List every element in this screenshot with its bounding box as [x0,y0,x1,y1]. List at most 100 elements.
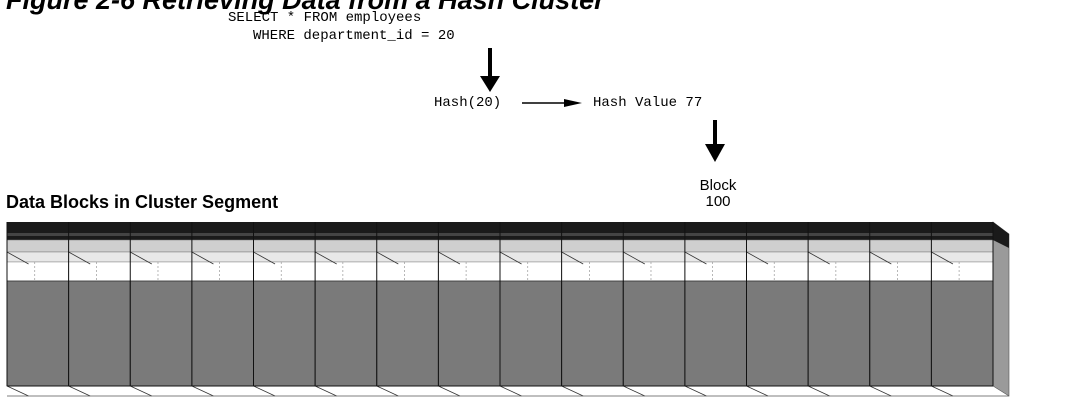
data-block-6-diagonal-bottom [314,385,337,397]
data-block-9-diagonal-top [499,251,522,265]
data-block-14-body [807,280,871,387]
data-block-3-face [130,261,193,282]
data-block-11-body [622,280,686,387]
data-block-5-diagonal-bottom [253,385,276,397]
data-block-2-header-band [68,239,131,253]
data-block-6-top-band [315,222,377,240]
data-block-9-top-stripe [500,233,562,236]
data-block-5-diagonal-top [253,251,276,265]
data-block-5-face [253,261,316,282]
data-block-2-diagonal-top [68,251,91,265]
data-block-14-top-band [808,222,870,240]
data-block-8-diagonal-bottom [438,385,461,397]
data-block-15-diagonal-top [869,251,892,265]
data-block-16-header-band [931,239,994,253]
data-block-7-diagonal-top [376,251,399,265]
data-block-11-header-band [623,239,686,253]
data-block-8-top-band [438,222,500,240]
data-block-4-top-stripe [191,233,254,236]
cluster-segment-blocks [6,221,1010,397]
hash-value-label: Hash Value 77 [593,95,703,111]
data-block-13-face [746,261,809,282]
data-block-13-body [746,280,809,387]
data-block-4-body [191,280,254,387]
data-block-12-header-band [684,239,747,253]
query-to-hash-arrow [480,48,500,92]
data-block-6-face [314,261,377,282]
strip-side-top-band [993,222,1009,248]
data-block-5-header-band [253,239,316,253]
data-block-14-diagonal-bottom [807,385,830,397]
data-block-6-top-stripe [315,233,377,236]
data-block-8-top-stripe [438,233,500,236]
data-block-16-face [931,261,994,282]
data-block-12-diagonal-bottom [684,385,707,397]
data-block-12-top-band [684,222,747,240]
segment-title: Data Blocks in Cluster Segment [6,192,279,212]
data-block-15-diagonal-bottom [869,385,892,397]
data-block-1-top-stripe [7,233,69,236]
data-block-7-body [376,280,439,387]
data-block-1-diagonal-top [6,251,29,265]
data-block-12-face [684,261,747,282]
data-block-1-face [6,261,69,282]
data-block-14-top-stripe [808,233,870,236]
data-block-15-top-band [869,222,932,240]
data-block-1-header-band [6,239,69,253]
data-block-11-top-stripe [623,233,685,236]
data-block-11-diagonal-bottom [623,385,645,397]
data-block-7-top-stripe [376,233,439,236]
data-block-16-body [930,280,994,387]
data-block-4-diagonal-top [191,251,214,265]
data-block-15-face [869,261,932,282]
data-block-3-header-band [130,239,193,253]
data-block-1-top-band [7,222,69,240]
data-block-14-face [807,261,870,282]
data-block-12-body [684,280,747,387]
data-block-3-body [129,280,193,387]
data-block-10-face [561,261,624,282]
data-block-10-body [561,280,624,387]
data-block-10-top-band [561,222,624,240]
sql-query-line-2: WHERE department_id = 20 [253,28,455,44]
data-block-13-top-band [746,222,809,240]
data-block-16-top-stripe [931,233,993,236]
data-block-15-top-stripe [869,233,932,236]
data-block-9-body [499,280,563,387]
data-block-10-diagonal-top [561,251,584,265]
data-block-1-body [6,280,70,387]
data-block-8-face [438,261,501,282]
data-block-10-top-stripe [561,233,624,236]
data-block-14-diagonal-top [807,251,830,265]
data-block-8-diagonal-top [438,251,461,265]
data-block-10-diagonal-bottom [561,385,584,397]
data-block-9-face [499,261,562,282]
data-block-15-body [869,280,932,387]
data-block-13-diagonal-top [746,251,769,265]
data-block-12-diagonal-top [684,251,707,265]
data-block-5-top-stripe [253,233,316,236]
data-block-16-top-band [931,222,993,240]
data-block-7-face [376,261,439,282]
data-block-12-top-stripe [684,233,747,236]
data-block-4-diagonal-bottom [191,385,214,397]
data-block-7-diagonal-bottom [376,385,399,397]
sql-query-line-1: SELECT * FROM employees [228,10,422,26]
data-block-4-face [191,261,254,282]
data-block-3-top-stripe [130,233,192,236]
target-block-label-line-1: Block [699,177,737,194]
data-block-6-header-band [314,239,377,253]
data-block-11-face [623,261,686,282]
data-block-8-header-band [438,239,501,253]
data-block-5-body [253,280,316,387]
data-block-15-header-band [869,239,932,253]
data-block-8-body [437,280,501,387]
figure-title: Figure 2-6 Retrieving Data from a Hash C… [6,0,605,15]
strip-side-face [992,221,1010,397]
data-block-5-top-band [253,222,316,240]
value-to-block-arrow [705,120,725,162]
data-block-9-diagonal-bottom [499,385,522,397]
hash-function-label: Hash(20) [434,95,502,111]
data-block-9-top-band [500,222,562,240]
